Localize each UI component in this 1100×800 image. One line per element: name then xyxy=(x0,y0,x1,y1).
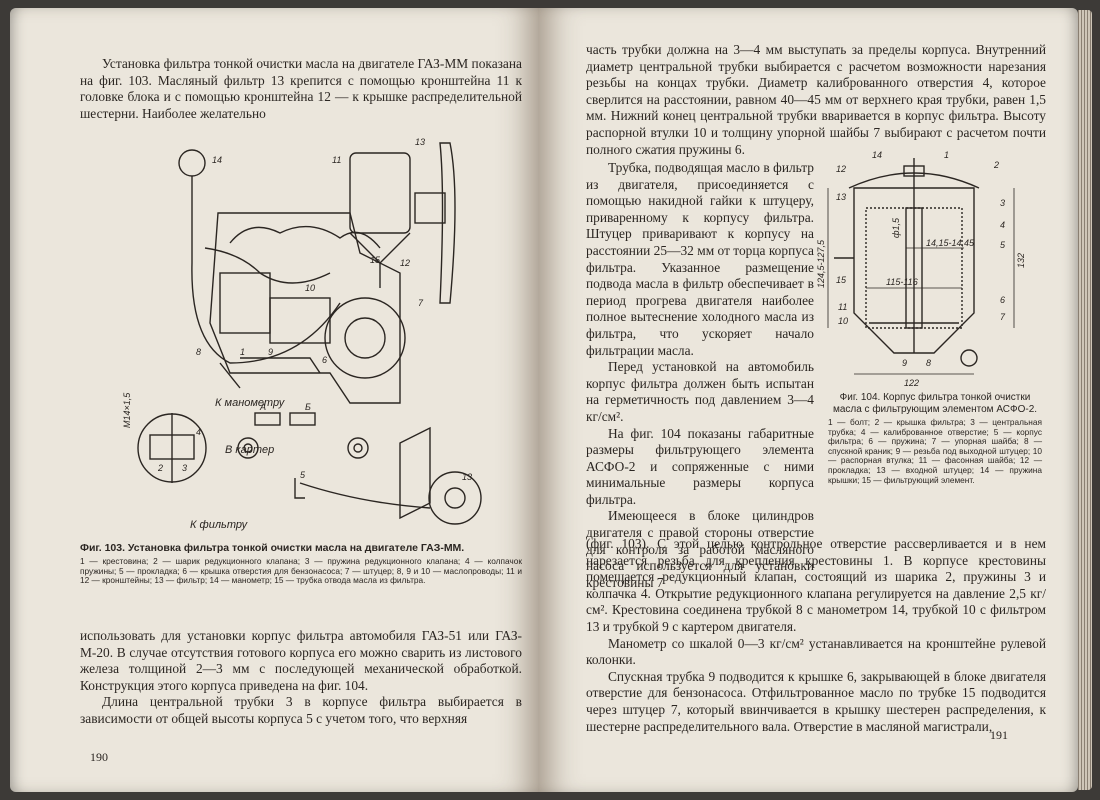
right-para-6-text: Манометр со шкалой 0—3 кг/см² устанавлив… xyxy=(586,635,1046,668)
right-para-2-text: Трубка, подводящая масло в фильтр из дви… xyxy=(586,160,814,358)
right-page: часть трубки должна на 3—4 мм выступать … xyxy=(538,8,1078,792)
label-thread: M14×1,5 xyxy=(122,392,132,428)
fig104-label-n11: 11 xyxy=(838,302,847,312)
dim-inner-diameter: 115-116 xyxy=(886,277,918,287)
drain-valve-icon xyxy=(960,349,978,367)
fig104-label-n9: 9 xyxy=(902,358,907,368)
figure-103-legend: 1 — крестовина; 2 — шарик редукционного … xyxy=(80,556,522,586)
engine-block xyxy=(209,212,401,404)
figure-104-drawing: 124,5-127,5 132 14,15-14,45 ф1,5 115-116… xyxy=(816,150,1026,388)
figure-104-legend: 1 — болт; 2 — крышка фильтра; 3 — центра… xyxy=(828,417,1042,485)
filter-canister xyxy=(349,152,411,234)
fig104-label-n6: 6 xyxy=(1000,295,1005,305)
page-number-left: 190 xyxy=(90,750,108,764)
fig104-label-n1: 1 xyxy=(944,150,949,160)
right-para-7-text: Спускная трубка 9 подводится к крышке 6,… xyxy=(586,668,1046,734)
figure-104-caption: Фиг. 104. Корпус фильтра тонкой очистки … xyxy=(828,392,1042,485)
label-n10: 10 xyxy=(305,283,315,293)
fig104-label-n2: 2 xyxy=(993,160,999,170)
fan-blade xyxy=(439,142,456,304)
figure-103-caption: Фиг. 103. Установка фильтра тонкой очист… xyxy=(80,542,522,586)
dim-height-total: 124,5-127,5 xyxy=(816,239,826,288)
right-column-text: Трубка, подводящая масло в фильтр из дви… xyxy=(586,160,814,591)
fig104-label-n7: 7 xyxy=(1000,312,1006,322)
left-page: Установка фильтра тонкой очистки масла н… xyxy=(10,8,538,792)
right-para-5a-text: Имеющееся в блоке цилиндров двигателя с … xyxy=(586,508,814,590)
label-n1: 1 xyxy=(240,347,245,357)
label-n8: 8 xyxy=(196,347,201,357)
fig104-label-n3: 3 xyxy=(1000,198,1005,208)
fig104-label-n15: 15 xyxy=(836,275,847,285)
fig104-label-n12: 12 xyxy=(836,164,846,174)
fig104-label-n14: 14 xyxy=(872,150,882,160)
left-para-1-text: Установка фильтра тонкой очистки масла н… xyxy=(80,56,522,121)
label-n4: 4 xyxy=(196,427,201,437)
left-para-3-text: Длина центральной трубки 3 в корпусе фил… xyxy=(80,694,522,726)
label-n3: 3 xyxy=(182,463,187,473)
left-para-2-text: использовать для установки корпус фильтр… xyxy=(80,628,522,693)
right-para-5b-text: (фиг. 103). С этой целью контрольное отв… xyxy=(586,536,1046,634)
label-n13: 13 xyxy=(415,137,425,147)
fig104-label-n8: 8 xyxy=(926,358,931,368)
right-para-5: (фиг. 103). С этой целью контрольное отв… xyxy=(586,536,1046,735)
label-n12: 12 xyxy=(400,258,410,268)
label-n11: 11 xyxy=(332,155,341,165)
label-n2: 2 xyxy=(157,463,163,473)
left-para-1: Установка фильтра тонкой очистки масла н… xyxy=(80,56,522,122)
figure-104-title: Фиг. 104. Корпус фильтра тонкой очистки … xyxy=(832,392,1038,415)
label-to-gauge: К манометру xyxy=(215,397,286,409)
fig104-label-n10: 10 xyxy=(838,316,848,326)
label-n15: 15 xyxy=(370,255,381,265)
label-n9: 9 xyxy=(268,347,273,357)
label-to-filter: К фильтру xyxy=(190,519,249,531)
dim-hole-diameter: ф1,5 xyxy=(891,217,901,238)
right-para-1: часть трубки должна на 3—4 мм выступать … xyxy=(586,42,1046,158)
figure-103-drawing: К манометру В картер К фильтру M14×1,5 А… xyxy=(122,137,482,531)
dim-width-total: 122 xyxy=(904,378,919,388)
dim-tube-diameter: 14,15-14,45 xyxy=(926,238,975,248)
right-para-4-text: На фиг. 104 показаны габаритные размеры … xyxy=(586,425,814,507)
left-para-2: использовать для установки корпус фильтр… xyxy=(80,628,522,728)
right-para-3-text: Перед установкой на автомобиль корпус фи… xyxy=(586,359,814,424)
label-section-b: Б xyxy=(305,402,311,412)
label-n14: 14 xyxy=(212,155,222,165)
label-to-crankcase: В картер xyxy=(225,444,274,456)
fig104-label-n13: 13 xyxy=(836,192,846,202)
manometer-gauge-icon xyxy=(178,149,206,177)
page-number-right: 191 xyxy=(990,728,1008,742)
label-n7: 7 xyxy=(418,298,424,308)
filter-housing xyxy=(853,187,975,354)
fig104-label-n5: 5 xyxy=(1000,240,1006,250)
label-n5: 5 xyxy=(300,470,306,480)
page-block-edge xyxy=(1078,10,1092,790)
fig104-label-n4: 4 xyxy=(1000,220,1005,230)
label-n6: 6 xyxy=(322,355,327,365)
label-section-a: А xyxy=(259,402,266,412)
label-n13b: 13 xyxy=(462,472,472,482)
figure-103-title: Фиг. 103. Установка фильтра тонкой очист… xyxy=(80,542,465,554)
right-para-1-text: часть трубки должна на 3—4 мм выступать … xyxy=(586,42,1046,157)
dim-height-inner: 132 xyxy=(1016,253,1026,268)
